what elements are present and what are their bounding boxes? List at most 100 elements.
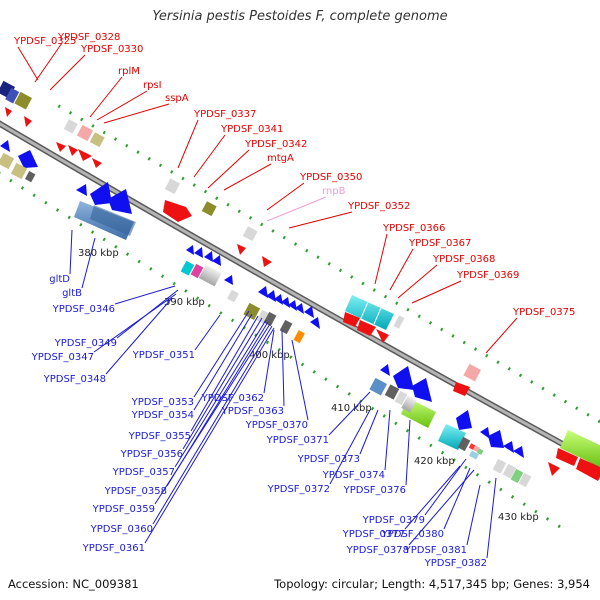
gene-block [476,448,484,456]
gene-block [438,424,466,450]
tick-dot [102,237,106,242]
gene-label-ypdsf_0354: YPDSF_0354 [131,410,194,421]
gene-arrow-reverse [204,251,213,262]
gene-block [502,463,517,479]
gene-label-ypdsf_0376: YPDSF_0376 [343,485,406,496]
tick-dot [350,275,354,279]
tick-dot [557,524,561,529]
gene-label-ypdsf_0366: YPDSF_0366 [382,223,445,234]
tick-dot [136,150,140,155]
tick-dot [305,248,309,253]
tick-label: 400 kbp [249,350,290,361]
gene-arrow-forward [548,462,560,476]
tick-dot [44,200,48,205]
tick-dot [347,392,351,396]
gene-label-ypdsf_0378: YPDSF_0378 [346,545,409,556]
label-leader [114,285,176,305]
gene-block [25,171,36,183]
tick-dot [316,255,320,260]
gene-arrow-reverse [194,247,203,258]
tick-dot [172,281,176,286]
label-leader [397,264,438,299]
label-leader [443,467,471,530]
gene-block [227,289,239,303]
gene-label-gltd: gltD [49,274,70,285]
tick-dot [499,487,503,492]
label-leader [34,42,63,83]
tick-dot [406,307,410,312]
gene-arrow-forward [5,107,12,117]
tick-dot [563,399,568,404]
tick-dot [395,301,399,305]
label-leader [288,211,353,229]
gene-label-ypdsf_0346: YPDSF_0346 [52,304,115,315]
gene-arrow-reverse [18,150,38,168]
tick-dot [113,137,118,141]
tick-dot [518,373,523,378]
gene-arrow-forward [357,320,376,336]
tick-dot [575,406,579,410]
genome-backbone-highlight [0,122,600,467]
label-leader [105,297,173,375]
gene-block [256,309,270,325]
tick-dot [586,412,590,417]
tick-dot [522,502,526,507]
tick-dot [265,340,270,345]
gene-arrow-forward [237,244,246,255]
gene-arrow-forward [262,256,272,267]
label-leader [374,233,388,285]
tick-dot [90,230,95,234]
gene-label-ypdsf_0373: YPDSF_0373 [297,454,360,465]
gene-arrow-reverse [480,427,490,439]
label-leader [103,103,170,124]
gene-arrow-forward [163,200,192,222]
tick-dot [230,318,235,323]
tick-dot [203,189,208,194]
gene-block [394,390,408,406]
tick-dot [383,294,388,299]
tick-dot [496,360,500,365]
gene-label-ypdsf_0372: YPDSF_0372 [267,484,330,495]
gene-block [0,152,15,170]
tick-dot [215,196,219,200]
gene-arrow-reverse [513,446,524,458]
gene-block [469,450,479,460]
gene-block [345,295,394,330]
gene-label-ypdsf_0350: YPDSF_0350 [299,172,362,183]
label-leader [190,315,259,432]
gene-block [393,315,405,329]
tick-dot [102,130,106,135]
gene-label-ypdsf_0353: YPDSF_0353 [131,397,194,408]
tick-label: 420 kbp [414,456,455,467]
topology-label: Topology: circular; Length: 4,517,345 bp… [274,577,590,591]
tick-dot [417,436,421,440]
gene-label-ypdsf_0370: YPDSF_0370 [245,420,308,431]
tick-dot [335,384,340,389]
tick-dot [114,245,118,249]
gene-label-ypdsf_0355: YPDSF_0355 [128,431,191,442]
label-leader [291,339,309,421]
gene-block [401,395,417,413]
gene-arrow-reverse [76,184,87,196]
tick-dot [20,186,25,190]
label-leader [193,310,250,398]
gene-label-ypdsf_0375: YPDSF_0375 [512,307,575,318]
gene-block [190,263,204,279]
tick-dot [428,321,433,325]
label-leader [207,149,250,189]
gene-arrow-reverse [288,300,297,311]
gene-divider [360,301,369,319]
gene-block [180,260,195,276]
label-leader [424,458,467,516]
label-leader [193,134,226,178]
gene-arrow-reverse [380,364,390,376]
tick-dot [485,353,489,358]
gene-block [164,178,181,195]
tick-dot [160,274,165,279]
gene-arrow-reverse [90,182,112,205]
tick-label: 390 kbp [164,297,205,308]
tick-dot [254,333,258,337]
map-title: Yersinia pestis Pestoides F, complete ge… [152,9,448,24]
gene-label-ypdsf_0341: YPDSF_0341 [220,124,283,135]
